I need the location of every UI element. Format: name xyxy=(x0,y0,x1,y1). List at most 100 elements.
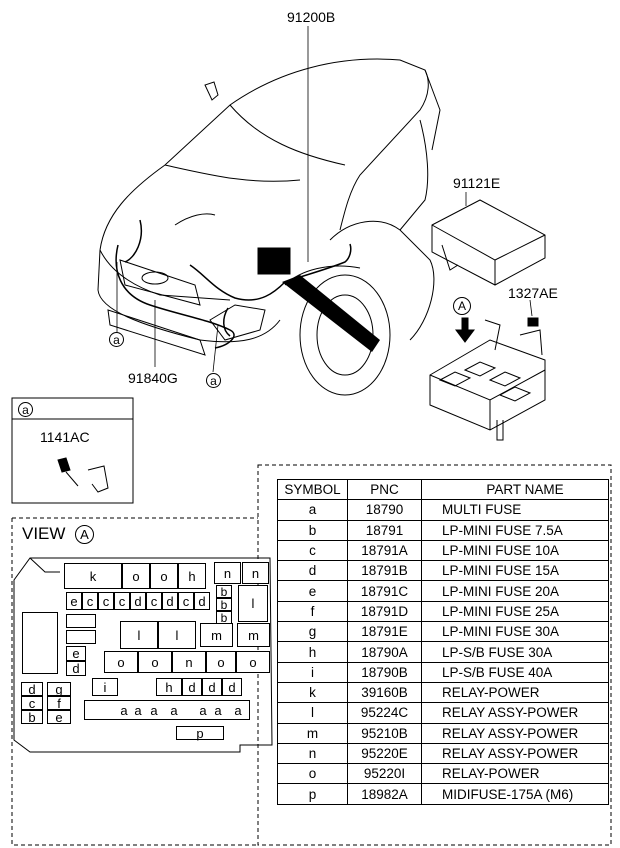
cell-pnc: 95220E xyxy=(347,742,422,765)
relay-n: n xyxy=(172,651,206,673)
cell-part-name: RELAY-POWER xyxy=(421,681,609,704)
cell-part-name: MIDIFUSE-175A (M6) xyxy=(421,783,609,805)
cell-symbol: l xyxy=(277,702,348,724)
cell-pnc: 18791C xyxy=(347,580,422,602)
fuse-c: c xyxy=(21,696,43,711)
fuse-box-notch xyxy=(29,557,60,573)
cell-part-name: LP-MINI FUSE 20A xyxy=(421,580,609,602)
harness-strip xyxy=(282,275,380,352)
cell-symbol: m xyxy=(277,722,348,744)
car-illustration xyxy=(97,58,441,396)
cell-pnc: 18790B xyxy=(347,661,422,683)
relay-o: o xyxy=(206,651,236,673)
fuse-a: a xyxy=(195,702,211,718)
fuse-o: o xyxy=(122,563,150,589)
fuse-box-outline xyxy=(13,557,273,753)
spare-block xyxy=(22,612,58,674)
fuse-o: o xyxy=(150,563,178,589)
cell-pnc: 95224C xyxy=(347,702,422,724)
fuse-d: d xyxy=(222,678,242,696)
cell-part-name: LP-MINI FUSE 25A xyxy=(421,600,609,623)
cell-symbol: c xyxy=(277,539,348,562)
harness-wiring xyxy=(115,219,352,349)
cell-symbol: k xyxy=(277,681,348,704)
midifuse-p: p xyxy=(176,726,224,741)
spare-block xyxy=(66,630,96,644)
fuse-i: i xyxy=(92,678,118,696)
fuse-c: c xyxy=(178,592,194,610)
label-1141ac: 1141AC xyxy=(40,429,90,445)
fuse-n: n xyxy=(214,562,241,584)
fuse-f: f xyxy=(47,696,71,711)
cell-part-name: RELAY ASSY-POWER xyxy=(421,702,609,724)
fuse-e: e xyxy=(47,710,71,725)
fuse-b: b xyxy=(216,585,232,599)
ecu-module xyxy=(257,247,291,275)
cell-symbol: f xyxy=(277,600,348,623)
fuse-d: d xyxy=(202,678,222,696)
fuse-a: a xyxy=(130,702,146,718)
view-title: VIEW xyxy=(22,524,66,543)
cell-part-name: RELAY ASSY-POWER xyxy=(421,742,609,765)
fuse-c: c xyxy=(146,592,162,610)
cell-symbol: o xyxy=(277,763,348,785)
label-1327ae: 1327AE xyxy=(508,285,558,301)
fuse-h: h xyxy=(156,678,182,696)
cell-part-name: LP-MINI FUSE 7.5A xyxy=(421,519,609,541)
header-symbol: SYMBOL xyxy=(277,478,348,501)
fuse-k: k xyxy=(64,563,122,589)
relay-l: l xyxy=(120,621,158,649)
header-pnc: PNC xyxy=(347,478,422,501)
fuse-a: a xyxy=(166,702,182,718)
header-part-name: PART NAME xyxy=(421,478,609,501)
label-91121e: 91121E xyxy=(453,175,501,191)
cell-part-name: LP-S/B FUSE 30A xyxy=(421,641,609,663)
relay-l-right: l xyxy=(238,585,268,622)
cell-symbol: e xyxy=(277,580,348,602)
cell-pnc: 95210B xyxy=(347,722,422,744)
fuse-e: e xyxy=(66,592,82,610)
cell-pnc: 18982A xyxy=(347,783,422,805)
cell-pnc: 18791D xyxy=(347,600,422,623)
fuse-c: c xyxy=(82,592,98,610)
cell-pnc: 18791B xyxy=(347,560,422,582)
cell-part-name: MULTI FUSE xyxy=(421,499,609,521)
cell-symbol: g xyxy=(277,621,348,643)
relay-o: o xyxy=(236,651,270,673)
cell-symbol: i xyxy=(277,661,348,683)
cell-pnc: 18791A xyxy=(347,539,422,562)
cell-pnc: 95220I xyxy=(347,763,422,785)
fuse-a: a xyxy=(210,702,226,718)
fuse-c: c xyxy=(98,592,114,610)
junction-box-cover xyxy=(431,199,546,286)
cell-pnc: 39160B xyxy=(347,681,422,704)
table-header-row: SYMBOL PNC PART NAME xyxy=(277,478,609,501)
fuse-d: d xyxy=(66,661,86,676)
cell-pnc: 18791 xyxy=(347,519,422,541)
relay-o: o xyxy=(138,651,172,673)
detail-tag-a: a xyxy=(18,402,33,417)
fuse-g: g xyxy=(47,682,71,697)
fuse-d: d xyxy=(194,592,210,610)
relay-o: o xyxy=(104,651,138,673)
view-frame xyxy=(11,517,258,846)
spare-block xyxy=(66,614,96,628)
fuse-b: b xyxy=(216,611,232,625)
cell-symbol: p xyxy=(277,783,348,805)
cell-symbol: d xyxy=(277,560,348,582)
fuse-b: b xyxy=(216,598,232,612)
fuse-d: d xyxy=(162,592,178,610)
fuse-e: e xyxy=(66,646,86,661)
cell-part-name: RELAY-POWER xyxy=(421,763,609,785)
cell-part-name: RELAY ASSY-POWER xyxy=(421,722,609,744)
